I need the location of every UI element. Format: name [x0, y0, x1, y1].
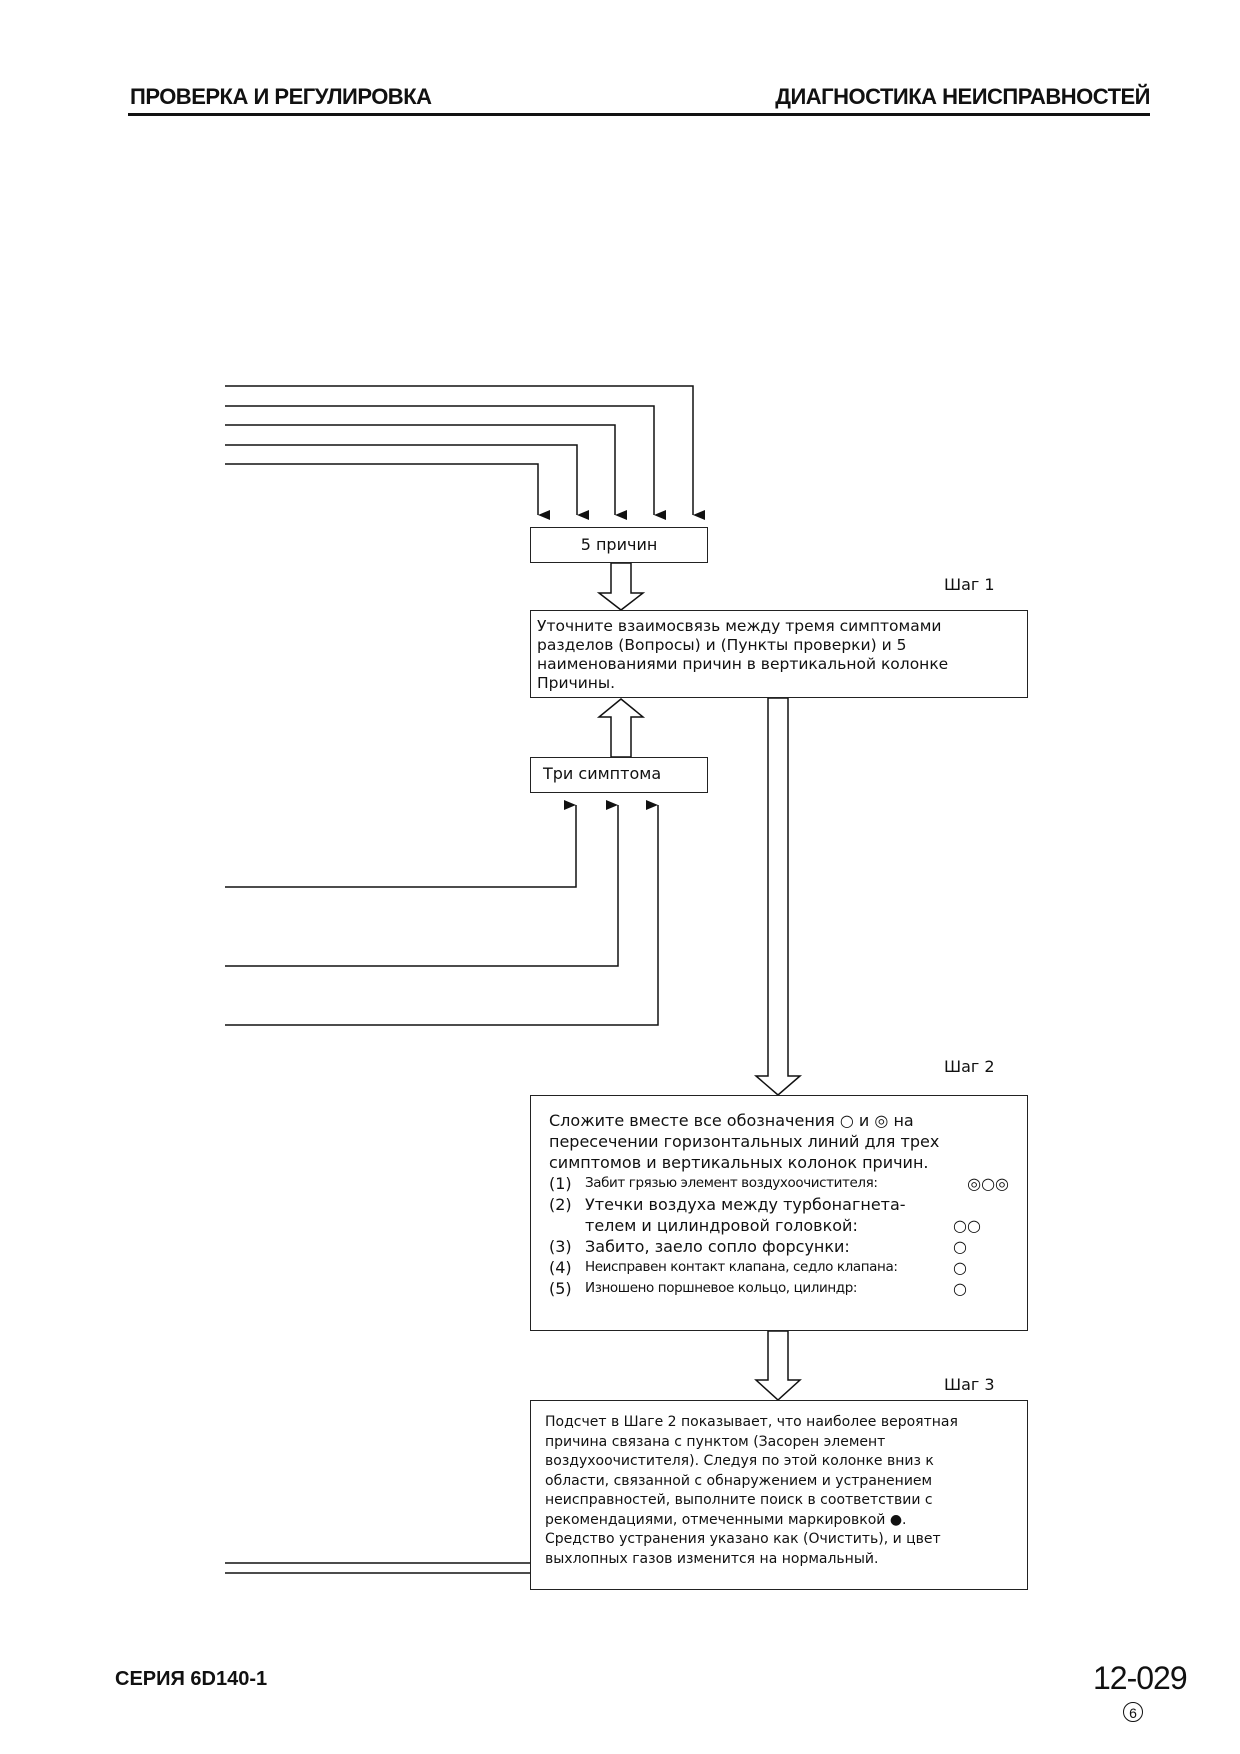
cause-item-text: Утечки воздуха между турбонагнета- — [585, 1195, 906, 1214]
step3-line: выхлопных газов изменится на нормальный. — [545, 1550, 879, 1567]
cause-item-text: телем и цилиндровой головкой: — [585, 1216, 858, 1235]
step3-line: Подсчет в Шаге 2 показывает, что наиболе… — [545, 1414, 958, 1430]
step3-line: причина связана с пунктом (Засорен элеме… — [545, 1433, 886, 1450]
symptom-line-3 — [225, 800, 659, 1026]
symptoms-box: Три симптома — [530, 757, 708, 793]
step1-box: Уточните взаимосвязь между тремя симптом… — [530, 610, 1028, 698]
step3-label: Шаг 3 — [944, 1375, 995, 1394]
cause-item-number: (1) — [549, 1174, 572, 1193]
symptom-line-2 — [225, 800, 619, 967]
step3-line: воздухоочистителя). Следуя по этой колон… — [545, 1453, 934, 1469]
cause-item-number: (4) — [549, 1258, 572, 1277]
step2-label: Шаг 2 — [944, 1057, 995, 1076]
cause-item-text: Неисправен контакт клапана, седло клапан… — [585, 1259, 898, 1275]
cause-item-text: Забито, заело сопло форсунки: — [585, 1237, 850, 1256]
symptom-line-1 — [225, 800, 577, 888]
cause-line-5 — [225, 463, 550, 520]
cause-item: (2) Утечки воздуха между турбонагнета- — [549, 1194, 1009, 1215]
step3-box: Подсчет в Шаге 2 показывает, что наиболе… — [530, 1400, 1028, 1590]
cause-line-4 — [225, 444, 589, 520]
header-rule — [128, 113, 1150, 116]
step2-intro-line: симптомов и вертикальных колонок причин. — [549, 1153, 929, 1172]
cause-item: телем и цилиндровой головкой: ○○ — [549, 1215, 1009, 1236]
cause-item-marks: ○ — [953, 1237, 967, 1256]
step1-line: наименованиями причин в вертикальной кол… — [537, 655, 949, 673]
hollow-arrow-step2-to-step3 — [754, 1330, 802, 1402]
hollow-arrow-causes-to-step1 — [596, 562, 646, 611]
cause-line-3 — [225, 424, 627, 520]
causes-box: 5 причин — [530, 527, 708, 563]
cause-item-text: Забит грязью элемент воздухоочистителя: — [585, 1175, 878, 1191]
hollow-arrow-symptoms-to-step1 — [596, 698, 646, 758]
cause-item-marks: ○○ — [953, 1216, 981, 1235]
edition-mark: 6 — [1123, 1702, 1143, 1722]
cause-item: (1) Забит грязью элемент воздухоочистите… — [549, 1173, 1009, 1194]
cause-line-2 — [225, 405, 666, 520]
step3-line: неисправностей, выполните поиск в соотве… — [545, 1492, 933, 1508]
cause-item-text: Изношено поршневое кольцо, цилиндр: — [585, 1280, 858, 1296]
step3-line: рекомендациями, отмеченными маркировкой … — [545, 1511, 907, 1528]
step1-line: Причины. — [537, 674, 616, 692]
step3-line: области, связанной с обнаружением и устр… — [545, 1472, 933, 1489]
header-right-title: ДИАГНОСТИКА НЕИСПРАВНОСТЕЙ — [775, 84, 1150, 109]
step2-intro-line: Сложите вместе все обозначения ○ и ◎ на — [549, 1111, 914, 1130]
cause-item-number — [549, 1215, 585, 1236]
header-left-title: ПРОВЕРКА И РЕГУЛИРОВКА — [130, 84, 432, 109]
cause-item-marks: ○ — [953, 1279, 967, 1298]
cause-item-marks: ◎○◎ — [967, 1174, 1009, 1193]
series-label: СЕРИЯ 6D140-1 — [115, 1668, 268, 1690]
cause-item-number: (2) — [549, 1195, 572, 1214]
cause-item-number: (5) — [549, 1279, 572, 1298]
cause-item-number: (3) — [549, 1237, 572, 1256]
cause-item: (4) Неисправен контакт клапана, седло кл… — [549, 1257, 1009, 1278]
page-number: 12-029 — [1093, 1660, 1188, 1696]
step1-line: разделов (Вопросы) и (Пункты проверки) и… — [537, 636, 907, 654]
cause-item: (5) Изношено поршневое кольцо, цилиндр: … — [549, 1278, 1009, 1299]
cause-item-marks: ○ — [953, 1258, 967, 1277]
step1-line: Уточните взаимосвязь между тремя симптом… — [537, 617, 942, 635]
step2-box: Сложите вместе все обозначения ○ и ◎ на … — [530, 1095, 1028, 1331]
cause-item: (3) Забито, заело сопло форсунки: ○ — [549, 1236, 1009, 1257]
step2-intro-line: пересечении горизонтальных линий для тре… — [549, 1132, 940, 1151]
step3-line: Средство устранения указано как (Очистит… — [545, 1531, 941, 1547]
step1-label: Шаг 1 — [944, 575, 995, 594]
cause-line-1 — [225, 385, 705, 520]
hollow-arrow-step1-to-step2 — [753, 697, 803, 1096]
